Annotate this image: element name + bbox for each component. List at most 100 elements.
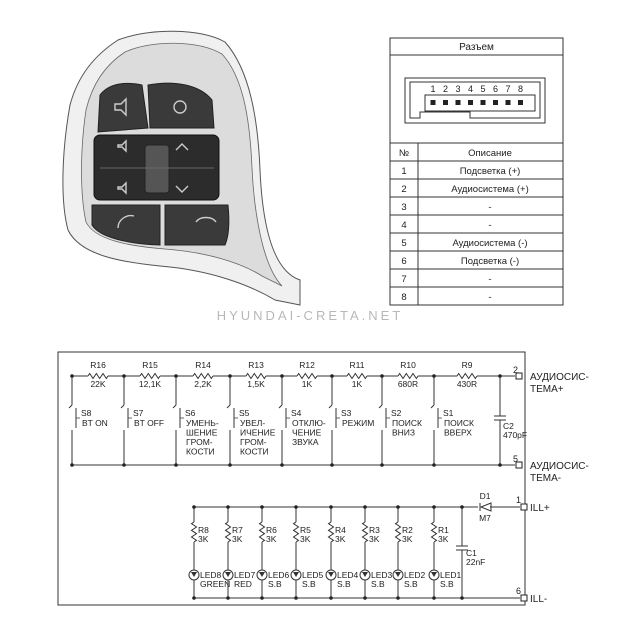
pin-description: -: [488, 292, 491, 303]
led-symbol: [328, 572, 334, 577]
mode-icon: [173, 100, 187, 114]
switch-function: BT ON: [82, 418, 108, 428]
switch-function: ГРОМ-: [240, 437, 267, 447]
pin-no: 8: [401, 292, 406, 303]
pin-description: Аудиосистема (-): [452, 238, 527, 249]
switch-name: S6: [185, 408, 196, 418]
resistor: [346, 372, 368, 380]
junction: [432, 505, 436, 509]
led-symbol: [395, 572, 401, 577]
switch-function: ВНИЗ: [392, 428, 415, 438]
pin-label: ТЕМА-: [530, 473, 561, 484]
junction: [228, 463, 232, 467]
resistor: [190, 521, 198, 543]
junction: [122, 463, 126, 467]
switch-function: ШЕНИЕ: [186, 428, 218, 438]
pin-2-terminal: [515, 372, 523, 380]
switch-contact: [430, 404, 435, 409]
resistor: [224, 521, 232, 543]
resistor-name: R12: [299, 360, 315, 370]
junction: [330, 374, 334, 378]
pin-no: 1: [401, 166, 406, 177]
audio-switch-circuit: R1622KR1512,1KR142,2KR131,5KR121KR111KR1…: [57, 351, 589, 606]
pin-number: 5: [513, 454, 518, 464]
resistor-name: R2: [402, 525, 413, 535]
connector-pin-number: 5: [480, 84, 485, 94]
module-outline: [57, 351, 526, 606]
resistor-name: R14: [195, 360, 211, 370]
connector-pin-number: 8: [518, 84, 523, 94]
connector-pin-number: 4: [468, 84, 473, 94]
switch-function: BT OFF: [134, 418, 164, 428]
connector-pin-number: 2: [443, 84, 448, 94]
watermark: HYUNDAI-CRETA.NET: [217, 308, 404, 323]
junction: [294, 505, 298, 509]
led-symbol: [225, 572, 231, 577]
led-symbol: [431, 572, 437, 577]
junction: [226, 505, 230, 509]
switch-contact: [68, 404, 73, 409]
resistor-value: 1K: [352, 379, 363, 389]
led-name: LED3: [371, 570, 393, 580]
mute-icon: [114, 97, 127, 117]
led-name: LED5: [302, 570, 324, 580]
resistor-value: 3K: [402, 534, 413, 544]
junction: [432, 463, 436, 467]
switch-contact: [378, 404, 383, 409]
switch-function: ВВЕРХ: [444, 428, 472, 438]
led-symbol: [259, 572, 265, 577]
resistor-value: 12,1K: [139, 379, 162, 389]
chevron-up-icon: [175, 143, 189, 151]
connector-pin-number: 3: [455, 84, 460, 94]
resistor-name: R5: [300, 525, 311, 535]
switch-contact: [226, 404, 231, 409]
switch-name: S5: [239, 408, 250, 418]
resistor-name: R9: [462, 360, 473, 370]
pin-5-terminal: [515, 461, 523, 469]
capacitor-value: 470pF: [503, 430, 527, 440]
led-color: S.B: [302, 579, 316, 589]
switch-contact: [172, 404, 177, 409]
col-no-header: №: [399, 148, 409, 159]
switch-function: ЗВУКА: [292, 437, 319, 447]
junction: [226, 596, 230, 600]
connector-title: Разъем: [459, 42, 494, 53]
resistor-value: 430R: [457, 379, 477, 389]
switch-function: УМЕНЬ-: [186, 418, 219, 428]
resistor: [139, 372, 161, 380]
switch-contact: [328, 404, 333, 409]
pin-description: -: [488, 202, 491, 213]
pin-no: 2: [401, 184, 406, 195]
switch-name: S3: [341, 408, 352, 418]
illumination-circuit: R83KLED8GREENR73KLED7REDR63KLED6S.BR53KL…: [188, 491, 550, 605]
resistor: [456, 372, 478, 380]
junction: [329, 505, 333, 509]
pin-number: 2: [513, 365, 518, 375]
resistor: [394, 521, 402, 543]
pin-label: ILL-: [530, 594, 547, 605]
pin-label: ILL+: [530, 503, 550, 514]
led-symbol: [293, 572, 299, 577]
junction: [363, 596, 367, 600]
pin-number: 6: [516, 586, 521, 596]
resistor-value: 1K: [302, 379, 313, 389]
switch-name: S4: [291, 408, 302, 418]
resistor: [87, 372, 109, 380]
resistor-name: R7: [232, 525, 243, 535]
pin-description: -: [488, 220, 491, 231]
resistor-value: 3K: [232, 534, 243, 544]
led-name: LED1: [440, 570, 462, 580]
pin-label: АУДИОСИС-: [530, 461, 589, 472]
resistor-value: 1,5K: [247, 379, 265, 389]
led-name: LED7: [234, 570, 256, 580]
resistor: [430, 521, 438, 543]
resistor-name: R4: [335, 525, 346, 535]
capacitor-value: 22nF: [466, 557, 485, 567]
resistor: [296, 372, 318, 380]
pin-1-terminal: [520, 503, 528, 511]
resistor-value: 2,2K: [194, 379, 212, 389]
connector-pin: [493, 100, 498, 105]
switch-function: РЕЖИМ: [342, 418, 374, 428]
resistor: [327, 521, 335, 543]
